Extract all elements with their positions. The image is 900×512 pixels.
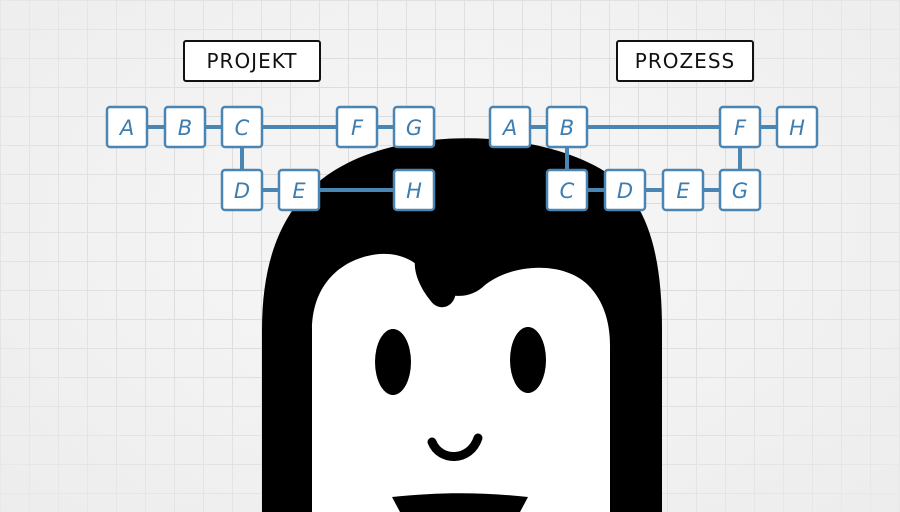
face-skin (312, 253, 610, 512)
prozess-node-e: E (661, 168, 705, 212)
projekt-node-b: B (163, 105, 207, 149)
projekt-node-f: F (335, 105, 379, 149)
projekt-node-h: H (392, 168, 436, 212)
projekt-title: PROJEKT (206, 49, 298, 73)
projekt-node-box (277, 168, 321, 212)
prozess-node-box (718, 168, 762, 212)
projekt-node-g: G (392, 105, 436, 149)
prozess-node-h: H (775, 105, 819, 149)
projekt-node-label: H (406, 179, 422, 203)
prozess-node-c: C (545, 168, 589, 212)
projekt-node-box (105, 105, 149, 149)
projekt-node-box (163, 105, 207, 149)
right-eye (510, 327, 546, 393)
projekt-node-box (220, 105, 264, 149)
prozess-node-box (775, 105, 819, 149)
projekt-title-box: PROJEKT (183, 40, 321, 82)
prozess-node-g: G (718, 168, 762, 212)
prozess-node-label: F (734, 116, 747, 140)
prozess-node-label: B (560, 116, 574, 140)
prozess-node-label: D (617, 179, 633, 203)
projekt-node-label: F (351, 116, 364, 140)
prozess-title-box: PROZESS (616, 40, 754, 82)
projekt-node-box (392, 168, 436, 212)
prozess-node-label: A (501, 116, 517, 140)
prozess-node-d: D (603, 168, 647, 212)
prozess-node-label: C (560, 179, 575, 203)
projekt-node-label: G (406, 116, 422, 140)
prozess-node-box (661, 168, 705, 212)
left-eye (375, 329, 411, 395)
mouth (392, 493, 528, 512)
prozess-title: PROZESS (634, 49, 736, 73)
prozess-node-box (488, 105, 532, 149)
prozess-node-box (603, 168, 647, 212)
projekt-node-label: C (235, 116, 250, 140)
prozess-node-label: E (676, 179, 690, 203)
projekt-node-label: A (118, 116, 134, 140)
prozess-node-a: A (488, 105, 532, 149)
prozess-node-box (545, 168, 589, 212)
projekt-node-label: E (292, 179, 306, 203)
prozess-node-f: F (718, 105, 762, 149)
projekt-node-box (220, 168, 264, 212)
projekt-node-c: C (220, 105, 264, 149)
prozess-node-label: G (732, 179, 748, 203)
projekt-node-label: B (178, 116, 192, 140)
nose (427, 433, 483, 461)
projekt-node-box (392, 105, 436, 149)
prozess-node-b: B (545, 105, 589, 149)
prozess-node-box (718, 105, 762, 149)
hair-curl (414, 223, 500, 308)
prozess-node-box (545, 105, 589, 149)
projekt-node-e: E (277, 168, 321, 212)
projekt-node-a: A (105, 105, 149, 149)
projekt-node-box (335, 105, 379, 149)
projekt-node-d: D (220, 168, 264, 212)
projekt-node-label: D (234, 179, 250, 203)
prozess-node-label: H (789, 116, 805, 140)
